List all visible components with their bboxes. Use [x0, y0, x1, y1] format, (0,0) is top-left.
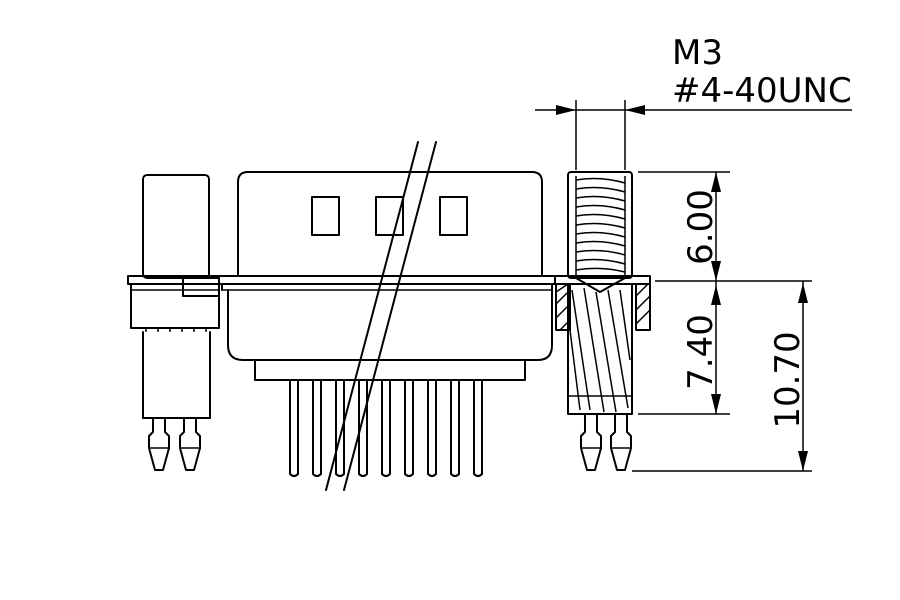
break-line — [325, 141, 419, 491]
knurl-lines — [568, 287, 632, 413]
screw-metric-label: M3 — [672, 33, 723, 73]
right-threaded-standoff — [554, 171, 651, 471]
thread-lines — [575, 176, 626, 278]
dim-total-length: 10.70 — [768, 331, 808, 428]
solder-pins — [289, 379, 483, 477]
left-standoff — [127, 174, 220, 471]
dimension-thread-size: M3 #4-40UNC — [535, 33, 852, 170]
break-line — [343, 141, 437, 491]
connector-body — [218, 141, 556, 491]
screw-unc-label: #4-40UNC — [672, 71, 852, 111]
dimension-lines-vertical — [632, 171, 812, 472]
dim-thread-length: 6.00 — [681, 189, 721, 265]
dim-body-length: 7.40 — [681, 314, 721, 390]
